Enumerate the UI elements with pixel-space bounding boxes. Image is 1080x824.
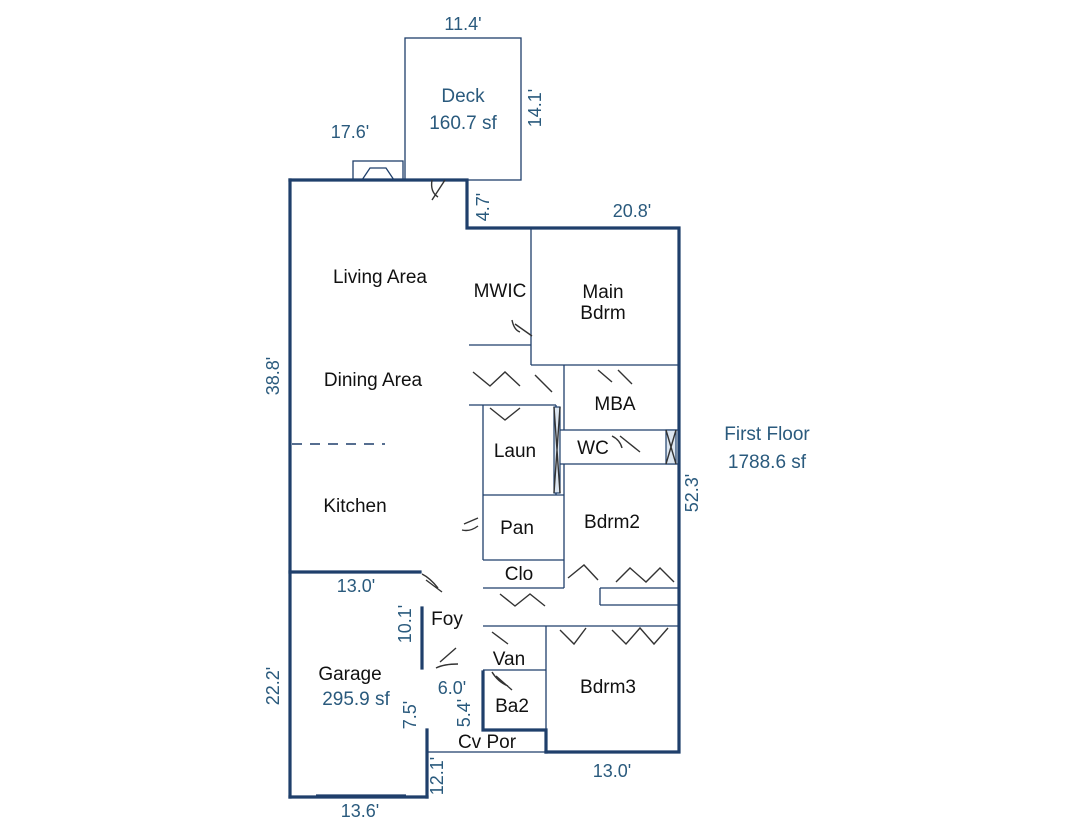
mba-label: MBA <box>594 394 636 415</box>
door-mwic <box>511 319 533 337</box>
door-pan <box>461 517 479 532</box>
living-area-label: Living Area <box>333 267 427 288</box>
foy-label: Foy <box>431 609 463 630</box>
bdrm3-label: Bdrm3 <box>580 677 636 698</box>
door-van <box>491 631 509 645</box>
outer-wall-living <box>288 178 681 754</box>
dim-bath-width: 5.4' <box>454 699 474 727</box>
van-label: Van <box>493 649 525 670</box>
ba2-label: Ba2 <box>495 696 529 717</box>
dim-living-height: 38.8' <box>263 357 283 395</box>
dim-living-top: 17.6' <box>331 122 369 142</box>
dining-area-label: Dining Area <box>324 370 423 391</box>
door-deck <box>430 179 446 201</box>
deck-outline <box>404 37 522 181</box>
dim-deck-step: 4.7' <box>473 193 493 221</box>
pan-label: Pan <box>500 518 534 539</box>
door-clo <box>499 593 546 607</box>
door-hall-1 <box>472 371 521 387</box>
door-hall-2 <box>534 374 553 393</box>
mwic-label: MWIC <box>474 281 527 302</box>
floor-area: 1788.6 sf <box>728 452 807 473</box>
door-foyer <box>421 573 443 593</box>
door-garage <box>435 647 459 669</box>
cross-mark-right-x <box>665 429 677 465</box>
door-mba <box>597 369 633 385</box>
floor-name: First Floor <box>724 424 810 445</box>
bdrm2-label: Bdrm2 <box>584 512 640 533</box>
dim-house-depth: 52.3' <box>682 474 702 512</box>
dim-foyer-width: 10.1' <box>395 605 415 643</box>
garage-label: Garage <box>318 664 381 685</box>
dim-garage-depth: 22.2' <box>263 667 283 705</box>
laun-label: Laun <box>494 441 536 462</box>
door-wc <box>611 435 641 453</box>
door-bdrm3 <box>559 626 669 646</box>
porch-wall <box>481 670 548 754</box>
fireplace-bump <box>352 160 404 181</box>
main-bdrm-label-line2: Bdrm <box>580 303 625 324</box>
dim-garage-side: 7.5' <box>400 701 420 729</box>
dim-foyer-step: 6.0' <box>438 678 466 698</box>
dim-porch-depth: 12.1' <box>427 757 447 795</box>
dim-bdrm3-bottom: 13.0' <box>593 761 631 781</box>
clo-label: Clo <box>505 564 534 585</box>
garage-area-label: 295.9 sf <box>322 689 390 710</box>
main-bdrm-label-line1: Main <box>582 282 623 303</box>
dim-garage-door: 13.6' <box>341 801 379 821</box>
dim-garage-top: 13.0' <box>337 576 375 596</box>
cv-por-label: Cv Por <box>458 732 517 753</box>
dim-deck-width: 11.4' <box>444 14 481 34</box>
door-laun <box>489 407 521 421</box>
wc-label: WC <box>577 438 609 459</box>
dim-deck-depth: 14.1' <box>525 89 545 127</box>
door-ba2 <box>491 671 513 691</box>
kitchen-label: Kitchen <box>323 496 386 517</box>
deck-area-label: 160.7 sf <box>429 113 497 134</box>
fireplace-icon <box>361 167 395 181</box>
door-bdrm2 <box>567 564 675 583</box>
deck-label: Deck <box>441 86 485 107</box>
cross-mark-left-x <box>553 406 561 494</box>
dim-bedroom-wing-top: 20.8' <box>613 201 651 221</box>
